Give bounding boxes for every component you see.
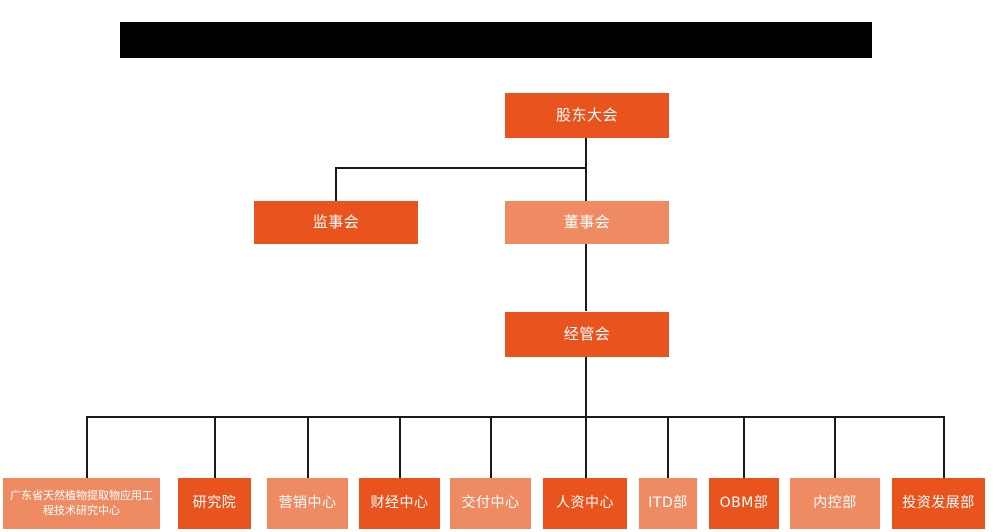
node-research-center[interactable]: 广东省天然植物提取物应用工程技术研究中心 (3, 478, 160, 529)
node-shareholders[interactable]: 股东大会 (505, 93, 669, 138)
connector-directors-to-management (585, 243, 587, 311)
node-directors[interactable]: 董事会 (505, 201, 669, 244)
node-itd[interactable]: ITD部 (639, 478, 697, 529)
connector-drop-research-center (86, 416, 88, 478)
connector-drop-marketing (307, 416, 309, 478)
connector-shareholders-down (585, 138, 587, 168)
connector-drop-obm (743, 416, 745, 478)
connector-drop-institute (214, 416, 216, 478)
node-marketing[interactable]: 营销中心 (267, 478, 348, 529)
connector-drop-hr (585, 416, 587, 478)
node-management[interactable]: 经管会 (505, 312, 669, 357)
node-internal-control[interactable]: 内控部 (790, 478, 880, 529)
node-obm[interactable]: OBM部 (709, 478, 779, 529)
redacted-title-bar (120, 22, 872, 58)
connector-level2-bus (335, 167, 587, 169)
node-delivery[interactable]: 交付中心 (450, 478, 531, 529)
connector-drop-delivery (490, 416, 492, 478)
node-investment[interactable]: 投资发展部 (892, 478, 985, 529)
connector-drop-internal-control (834, 416, 836, 478)
node-supervisors[interactable]: 监事会 (254, 201, 418, 244)
connector-to-directors (585, 167, 587, 202)
connector-to-supervisors (335, 167, 337, 202)
node-finance[interactable]: 财经中心 (359, 478, 440, 529)
connector-drop-finance (399, 416, 401, 478)
connector-drop-itd (667, 416, 669, 478)
connector-drop-investment (943, 416, 945, 478)
connector-management-down (585, 357, 587, 417)
node-institute[interactable]: 研究院 (178, 478, 251, 529)
connector-departments-bus (86, 416, 944, 418)
node-hr[interactable]: 人资中心 (543, 478, 627, 529)
